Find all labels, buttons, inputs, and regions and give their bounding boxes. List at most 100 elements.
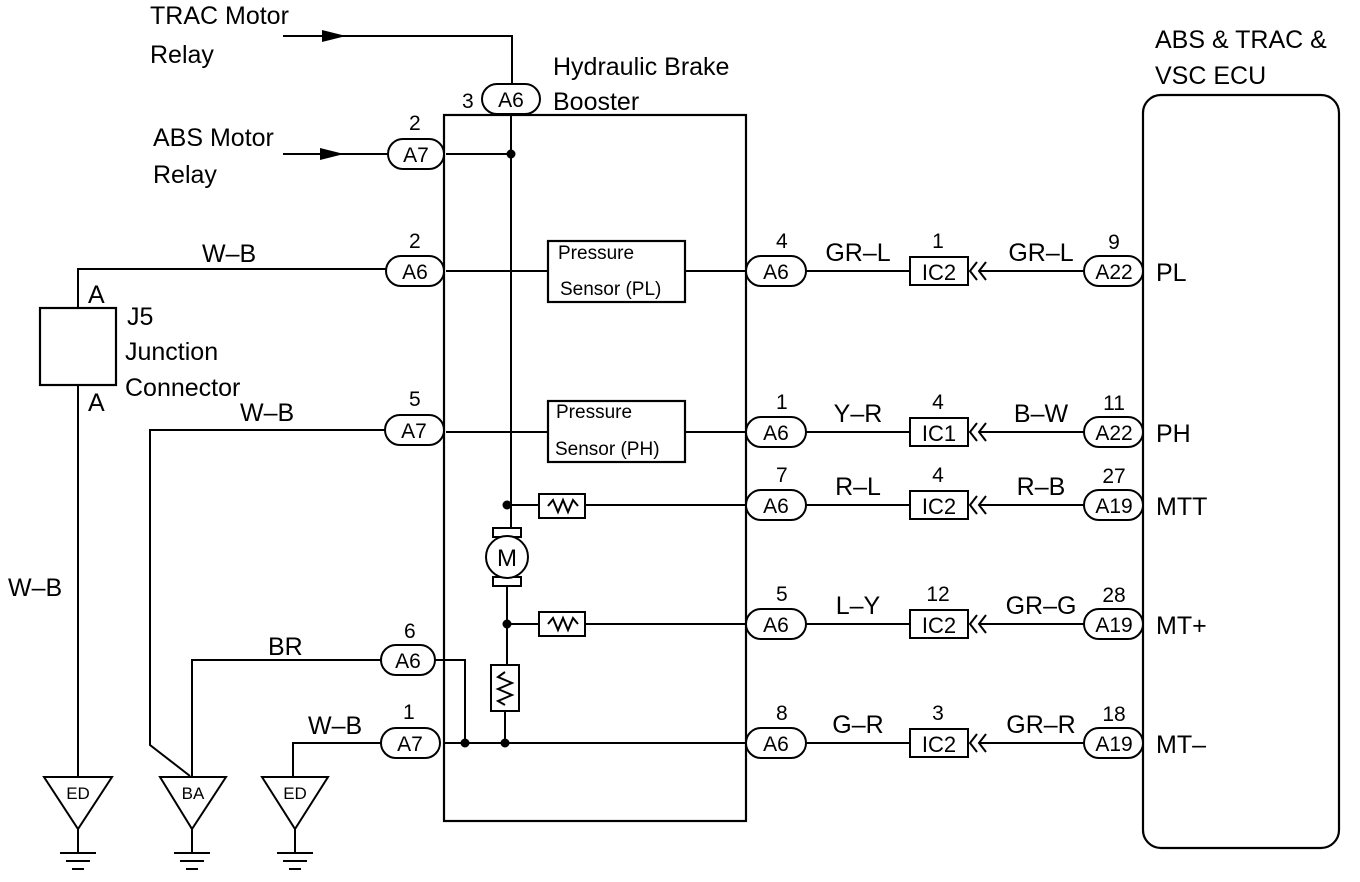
junction-pin-top: A [88,281,105,309]
motor-label: M [497,545,517,572]
ecu-connector-id: A22 [1095,422,1132,445]
trac-motor-relay-label-2: Relay [150,41,214,69]
ecu-connector-pin: 9 [1108,231,1120,254]
connector-pill [387,138,445,170]
ecu-label-1: ABS & TRAC & [1155,26,1327,54]
abs-motor-relay-label-1: ABS Motor [153,124,274,152]
wire-color-label: GR–L [825,239,890,267]
junction-dot [500,738,510,748]
ic-connector-box [909,609,969,639]
connector-pin-number: 1 [403,701,415,724]
ground-ba [158,776,228,870]
connector-id: A6 [498,89,524,112]
connector-id: A6 [395,650,421,673]
ecu-connector-pin: 18 [1102,703,1125,726]
wire-color-label: G–R [832,711,883,739]
ic-pin-number: 4 [932,391,944,414]
booster-connector-id: A6 [763,261,789,284]
junction-connector-box [38,306,118,387]
ic-pin-number: 1 [932,230,944,253]
connector-pin-number: 2 [409,112,421,135]
internal-br-wire [433,659,466,743]
ic-pin-number: 12 [926,583,949,606]
ecu-connector-id: A22 [1095,261,1132,284]
wire-color-label: BR [268,633,303,661]
ecu-signal-label: MT– [1156,731,1206,759]
ic-connector-box [909,256,969,286]
ecu-connector-pin: 11 [1103,392,1125,415]
ic-pin-number: 4 [932,464,944,487]
junction-label-1: Junction [125,338,218,366]
ecu-connector-pin: 27 [1102,465,1125,488]
wire-color-label: GR–L [1008,239,1073,267]
connector-pin-number: 3 [462,90,474,113]
booster-connector-pin: 5 [776,583,788,606]
junction-pin-bottom: A [88,389,105,417]
pressure-sensor-ph-label-2: Sensor (PH) [555,439,660,460]
ic-connector-id: IC2 [922,260,956,285]
ic-connector-id: IC2 [922,613,956,638]
ecu-signal-label: PL [1156,259,1187,287]
wire-color-label: GR–R [1006,711,1075,739]
ground-label: BA [182,784,205,803]
wire-color-label: W–B [240,399,294,427]
wire-wb-ph [149,429,385,777]
ecu-box [1141,93,1341,850]
pressure-sensor-ph-label-1: Pressure [556,402,632,423]
hydraulic-brake-booster-label-2: Booster [553,88,639,116]
ground-label: ED [283,784,307,803]
resistor-mtplus [538,611,586,637]
booster-connector-id: A6 [763,495,789,518]
connector-id: A6 [402,261,428,284]
connector-pin-number: 6 [404,620,416,643]
wire-color-label: GR–G [1006,592,1077,620]
connector-id: A7 [401,420,427,443]
abs-motor-relay-label-2: Relay [153,161,217,189]
ecu-connector-pill [1083,489,1144,521]
wire-color-label: L–Y [836,592,881,620]
wire-wb-pl [77,268,386,308]
wire-br [191,659,381,776]
ecu-connector-pill [1083,416,1144,448]
wire-color-label: B–W [1014,400,1069,428]
booster-connector-id: A6 [763,733,789,756]
wire-color-label: Y–R [834,400,883,428]
ecu-connector-pin: 28 [1102,584,1125,607]
ecu-signal-label: MTT [1156,493,1207,521]
connector-pin-number: 2 [409,230,421,253]
hydraulic-brake-booster-label-1: Hydraulic Brake [553,53,729,81]
wire-color-label: W–B [308,712,362,740]
pressure-sensor-ph-box [546,399,687,464]
junction-id: J5 [127,303,153,331]
connector-pill [481,83,541,115]
ecu-signal-label: PH [1156,420,1191,448]
pressure-sensor-pl-label-1: Pressure [558,243,634,264]
ic-connector-box [909,728,969,758]
booster-connector-pin: 4 [776,230,788,253]
connector-id: A7 [397,733,423,756]
ecu-connector-id: A19 [1095,614,1132,637]
booster-connector-id: A6 [763,614,789,637]
pressure-sensor-pl-label-2: Sensor (PL) [560,279,661,300]
ic-connector-id: IC2 [922,494,956,519]
ecu-signal-label: MT+ [1156,612,1207,640]
ecu-connector-pill [1083,608,1144,640]
ic-pin-number: 3 [932,702,944,725]
pressure-sensor-pl-box [546,239,687,304]
wire-wb-mtminus [292,742,381,776]
junction-dot [506,149,516,159]
wire-color-label: W–B [8,574,62,602]
wire-color-label: R–L [835,473,881,501]
resistor-vertical-zigzag [495,671,515,706]
resistor-mtt [538,493,586,519]
ecu-label-2: VSC ECU [1155,62,1266,90]
resistor-mtplus-zigzag [547,615,579,633]
hydraulic-brake-booster-box [442,113,748,823]
ic-connector-box [909,490,969,520]
wire-color-label: R–B [1017,473,1066,501]
booster-connector-pin: 8 [776,702,788,725]
connector-pin-number: 5 [409,388,421,411]
